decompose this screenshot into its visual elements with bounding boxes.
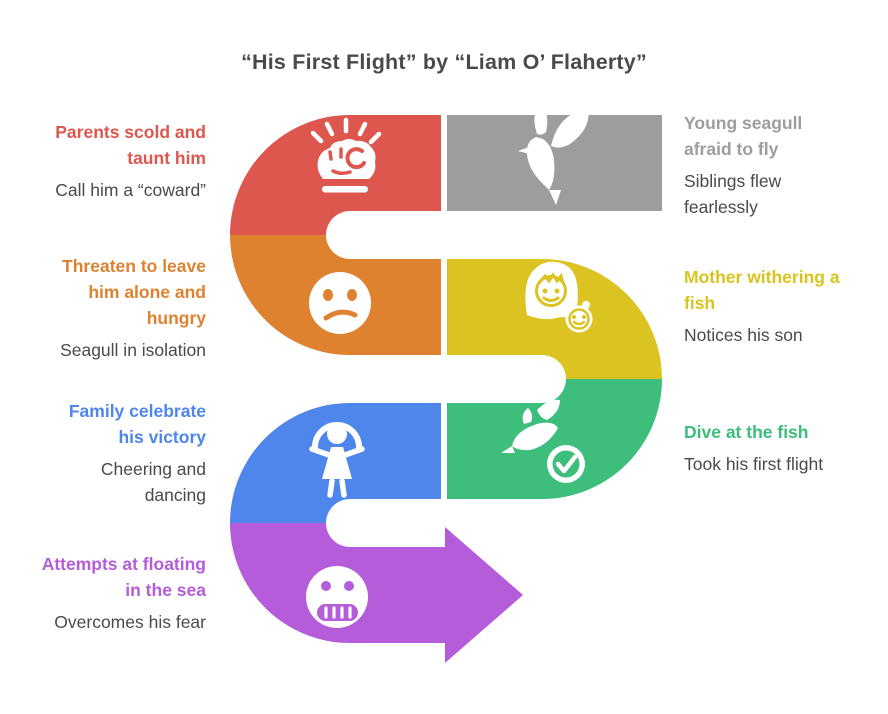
sad-face-icon: [309, 272, 371, 334]
step-heading: Young seagull afraid to fly: [684, 113, 803, 159]
fist-slam-icon: [310, 117, 382, 193]
step-heading: Dive at the fish: [684, 422, 809, 442]
mother-child-icon: [525, 261, 593, 333]
step-heading: Parents scold and taunt him: [55, 122, 206, 168]
step-label-mother-fish: Mother withering a fish Notices his son: [684, 264, 864, 348]
step-label-family-celebrate: Family celebrate his victory Cheering an…: [16, 398, 206, 508]
step-detail: Call him a “coward”: [55, 180, 206, 200]
step-heading: Mother withering a fish: [684, 267, 840, 313]
step-label-young-seagull: Young seagull afraid to fly Siblings fle…: [684, 110, 834, 220]
segment-mother-fish: [447, 259, 662, 379]
step-detail: Took his first flight: [684, 454, 824, 474]
jump-rope-icon: [309, 422, 365, 498]
step-label-parents-scold: Parents scold and taunt him Call him a “…: [16, 119, 206, 203]
step-detail: Cheering and dancing: [100, 459, 206, 505]
bird-icon: [518, 106, 589, 205]
step-heading: Attempts at floating in the sea: [41, 554, 206, 600]
step-label-threaten: Threaten to leave him alone and hungry S…: [16, 253, 206, 363]
step-detail: Siblings flew fearlessly: [684, 171, 782, 217]
step-detail: Seagull in isolation: [60, 340, 206, 360]
page-title: “His First Flight” by “Liam O’ Flaherty”: [241, 50, 647, 74]
step-label-dive-fish: Dive at the fish Took his first flight: [684, 419, 884, 477]
step-heading: Family celebrate his victory: [68, 401, 206, 447]
step-label-attempts-floating: Attempts at floating in the sea Overcome…: [16, 551, 206, 635]
grimacing-face-icon: [306, 566, 368, 628]
step-heading: Threaten to leave him alone and hungry: [62, 256, 206, 328]
step-detail: Notices his son: [684, 325, 803, 345]
step-detail: Overcomes his fear: [54, 612, 206, 632]
diving-bird-check-icon: [501, 399, 585, 483]
segment-dive-fish: [447, 379, 662, 499]
segment-attempts-floating: [230, 523, 523, 663]
segment-young-seagull: [447, 115, 662, 211]
